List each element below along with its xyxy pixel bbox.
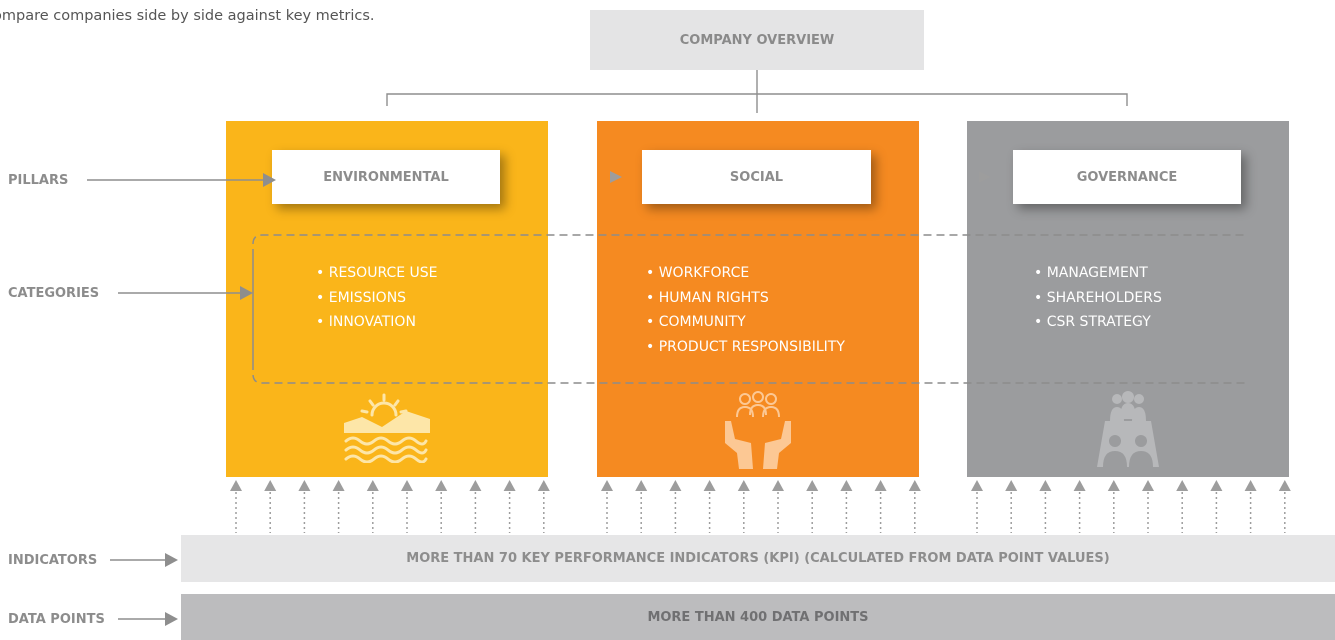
list-item: PRODUCT RESPONSIBILITY: [646, 335, 845, 360]
up-arrow-head: [366, 480, 379, 491]
up-arrow-head: [737, 480, 750, 491]
list-item: CSR STRATEGY: [1034, 310, 1162, 335]
category-list-environmental: RESOURCE USE EMISSIONS INNOVATION: [316, 261, 438, 335]
list-item: EMISSIONS: [316, 286, 438, 311]
pillar-title-environmental: ENVIRONMENTAL: [272, 150, 500, 204]
pillar-social: SOCIAL WORKFORCE HUMAN RIGHTS COMMUNITY …: [597, 121, 919, 477]
list-item: RESOURCE USE: [316, 261, 438, 286]
label-data-points: DATA POINTS: [8, 612, 105, 627]
up-arrow-head: [1107, 480, 1120, 491]
category-list-social: WORKFORCE HUMAN RIGHTS COMMUNITY PRODUCT…: [646, 261, 845, 359]
up-arrow-head: [1210, 480, 1223, 491]
up-arrow-head: [669, 480, 682, 491]
data-points-bar: MORE THAN 400 DATA POINTS: [181, 594, 1335, 640]
up-arrow-head: [1142, 480, 1154, 491]
list-item: HUMAN RIGHTS: [646, 286, 845, 311]
list-item: INNOVATION: [316, 310, 438, 335]
up-arrow-head: [840, 480, 853, 491]
landscape-sun-icon: [344, 393, 430, 463]
list-item: SHAREHOLDERS: [1034, 286, 1162, 311]
pillar-title-governance: GOVERNANCE: [1013, 150, 1241, 204]
up-arrow-head: [1176, 480, 1189, 491]
up-arrow-head: [1278, 480, 1291, 491]
label-indicators: INDICATORS: [8, 553, 98, 568]
up-arrow-head: [1005, 480, 1018, 491]
overview-connector: [386, 70, 1128, 113]
up-arrow-head: [1244, 480, 1257, 491]
up-arrow-head: [971, 480, 983, 491]
up-arrow-head: [772, 480, 784, 491]
up-arrow-head: [806, 480, 819, 491]
label-pillars: PILLARS: [8, 173, 69, 188]
up-arrow-head: [401, 480, 413, 491]
up-arrow-head: [332, 480, 345, 491]
up-arrow-head: [1073, 480, 1086, 491]
list-item: MANAGEMENT: [1034, 261, 1162, 286]
pillar-governance: GOVERNANCE MANAGEMENT SHAREHOLDERS CSR S…: [967, 121, 1289, 477]
list-item: COMMUNITY: [646, 310, 845, 335]
kpi-bar: MORE THAN 70 KEY PERFORMANCE INDICATORS …: [181, 535, 1335, 582]
up-arrow-head: [537, 480, 550, 491]
intro-text: ompare companies side by side against ke…: [0, 8, 375, 24]
up-arrow-head: [264, 480, 277, 491]
company-overview-box: COMPANY OVERVIEW: [590, 10, 924, 70]
label-categories: CATEGORIES: [8, 286, 100, 301]
pillar-environmental: ENVIRONMENTAL RESOURCE USE EMISSIONS INN…: [226, 121, 548, 477]
pillar-title-social: SOCIAL: [642, 150, 871, 204]
indicator-arrows: [230, 480, 1291, 533]
boardroom-meeting-icon: [1097, 391, 1159, 467]
hands-people-icon: [725, 391, 791, 469]
up-arrow-head: [435, 480, 448, 491]
up-arrow-head: [503, 480, 516, 491]
up-arrow-head: [230, 480, 242, 491]
up-arrow-head: [703, 480, 716, 491]
up-arrow-head: [298, 480, 311, 491]
up-arrow-head: [908, 480, 921, 491]
up-arrow-head: [601, 480, 613, 491]
up-arrow-head: [635, 480, 648, 491]
list-item: WORKFORCE: [646, 261, 845, 286]
up-arrow-head: [1039, 480, 1052, 491]
category-list-governance: MANAGEMENT SHAREHOLDERS CSR STRATEGY: [1034, 261, 1162, 335]
up-arrow-head: [874, 480, 887, 491]
up-arrow-head: [469, 480, 482, 491]
